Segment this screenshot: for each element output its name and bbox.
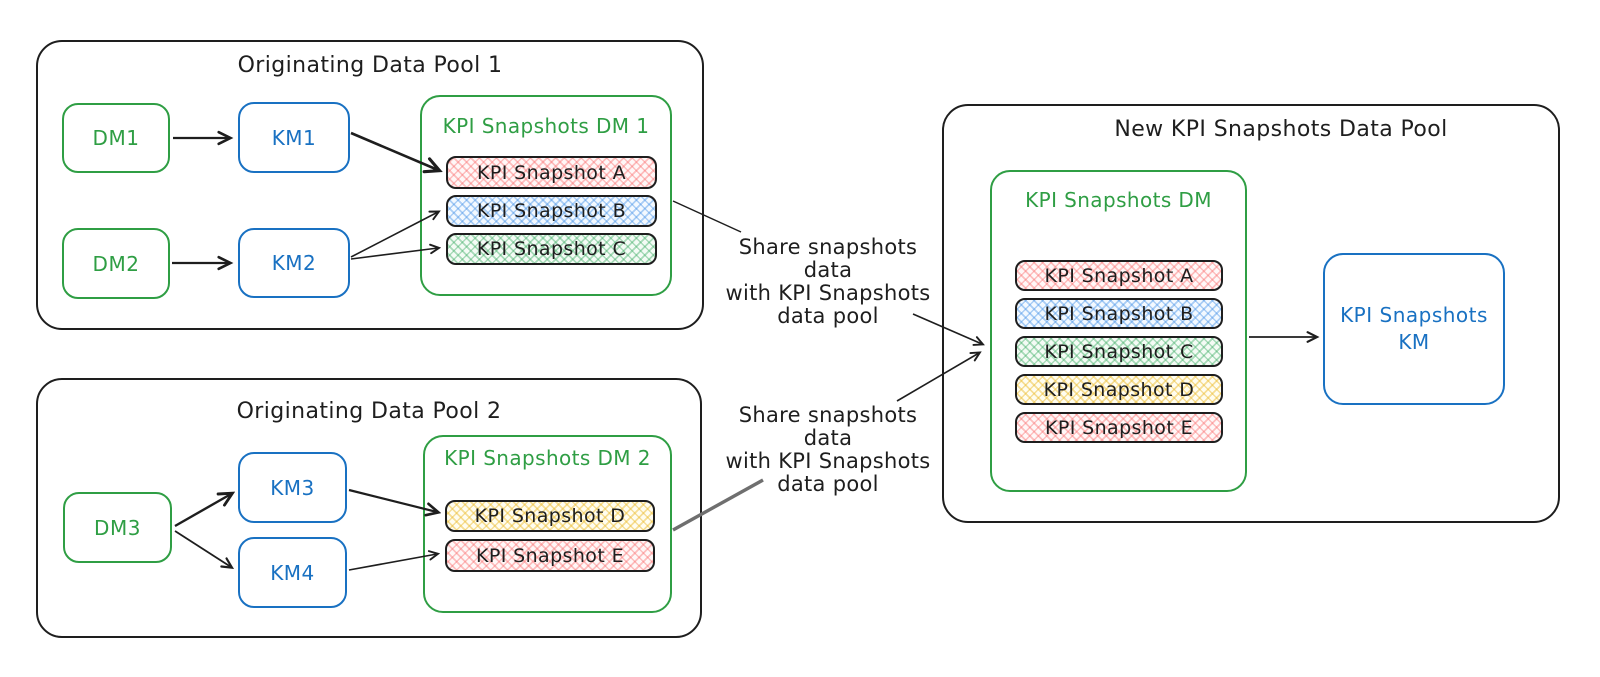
new-pool-title: New KPI Snapshots Data Pool bbox=[1114, 117, 1448, 142]
pool2-snapshots-container-title: KPI Snapshots DM 2 bbox=[444, 446, 651, 470]
share-note-1: Share snapshots data with KPI Snapshots … bbox=[712, 236, 944, 328]
km-label-line1: KPI Snapshots bbox=[1340, 303, 1488, 327]
snapshot-pill-a1: KPI Snapshot A bbox=[446, 156, 657, 189]
snapshot-pill-a: KPI Snapshot A bbox=[1015, 260, 1223, 291]
snapshot-pill-e: KPI Snapshot E bbox=[1015, 412, 1223, 443]
node-kpi-snapshots-km: KPI Snapshots KM bbox=[1323, 253, 1505, 405]
new-pool-snapshots-container: KPI Snapshots DM bbox=[990, 170, 1247, 492]
node-km4: KM4 bbox=[238, 537, 347, 608]
share-note-2-line2: with KPI Snapshots bbox=[725, 449, 931, 473]
node-dm3: DM3 bbox=[63, 492, 172, 563]
node-dm1: DM1 bbox=[62, 103, 170, 173]
share-note-1-line3: data pool bbox=[777, 304, 879, 328]
share-note-2: Share snapshots data with KPI Snapshots … bbox=[712, 404, 944, 496]
snapshot-pill-b1: KPI Snapshot B bbox=[446, 195, 657, 227]
snapshot-pill-d: KPI Snapshot D bbox=[1015, 374, 1223, 405]
snapshot-pill-d2: KPI Snapshot D bbox=[445, 500, 655, 532]
node-km1: KM1 bbox=[238, 102, 350, 173]
snapshot-pill-c1: KPI Snapshot C bbox=[446, 233, 657, 265]
pool2-title: Originating Data Pool 2 bbox=[236, 399, 502, 424]
share-note-1-line1: Share snapshots data bbox=[738, 235, 918, 282]
pool1-title: Originating Data Pool 1 bbox=[237, 53, 503, 78]
share-note-2-line3: data pool bbox=[777, 472, 879, 496]
share-note-1-line2: with KPI Snapshots bbox=[725, 281, 931, 305]
snapshot-pill-e2: KPI Snapshot E bbox=[445, 539, 655, 572]
share-note-2-line1: Share snapshots data bbox=[738, 403, 918, 450]
snapshot-pill-b: KPI Snapshot B bbox=[1015, 298, 1223, 329]
node-km3: KM3 bbox=[238, 452, 347, 523]
node-km2: KM2 bbox=[238, 228, 350, 298]
new-pool-snapshots-container-title: KPI Snapshots DM bbox=[1025, 188, 1212, 212]
snapshot-pill-c: KPI Snapshot C bbox=[1015, 336, 1223, 367]
pool1-snapshots-container-title: KPI Snapshots DM 1 bbox=[442, 114, 650, 138]
node-dm2: DM2 bbox=[62, 228, 170, 299]
km-label-line2: KM bbox=[1398, 330, 1430, 354]
pool1-box bbox=[36, 40, 704, 330]
